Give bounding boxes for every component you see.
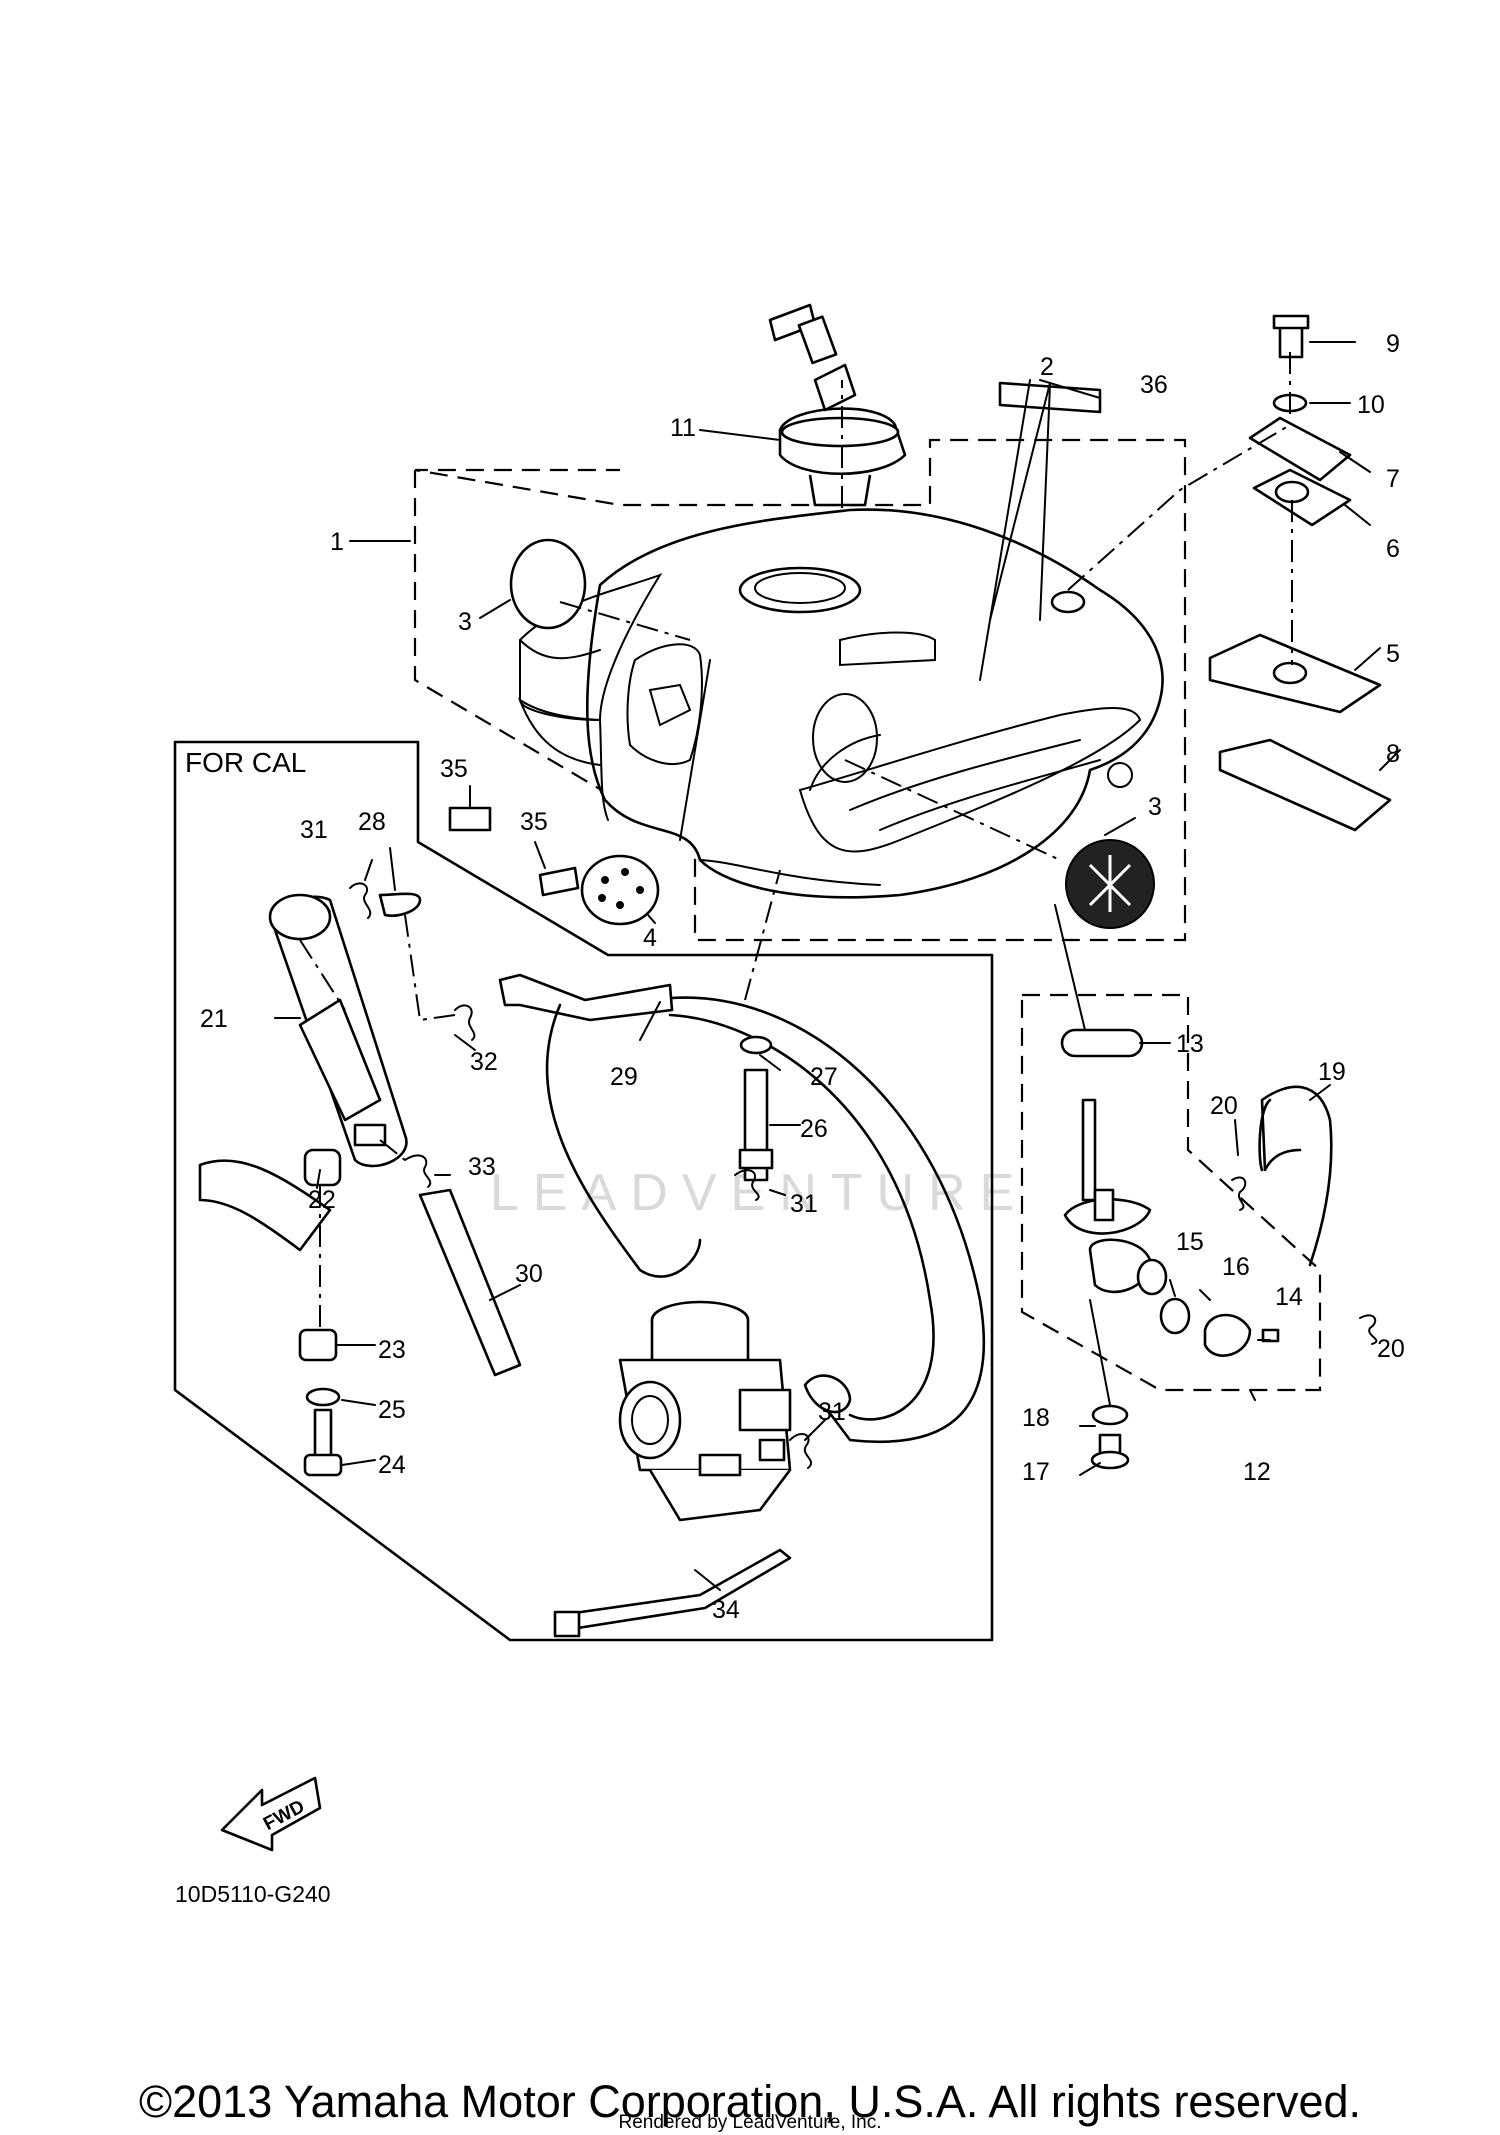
callout-3a: 3: [458, 608, 472, 636]
callout-31c: 31: [818, 1398, 846, 1426]
for-cal-label: FOR CAL: [185, 747, 306, 778]
callout-22: 22: [308, 1186, 336, 1214]
fuel-cock-assembly: [1054, 904, 1378, 1476]
callout-14: 14: [1275, 1283, 1303, 1311]
callout-31b: 31: [790, 1190, 818, 1218]
callouts: 1 2 3 3 4 5 6 7 8 9 10 11 12 13 14 15 16…: [200, 330, 1405, 1624]
copyright-notice: ©2013 Yamaha Motor Corporation, U.S.A. A…: [138, 2076, 1362, 2127]
callout-20a: 20: [1210, 1092, 1238, 1120]
fuel-tank: [517, 508, 1164, 899]
callout-9: 9: [1386, 330, 1400, 358]
callout-21: 21: [200, 1005, 228, 1033]
callout-18: 18: [1022, 1404, 1050, 1432]
rendered-by-note: Rendered by LeadVenture, Inc.: [618, 2112, 882, 2133]
callout-29: 29: [610, 1063, 638, 1091]
callout-25: 25: [378, 1396, 406, 1424]
callout-17: 17: [1022, 1458, 1050, 1486]
callout-28: 28: [358, 808, 386, 836]
callout-7: 7: [1386, 465, 1400, 493]
emblem-yamaha-right: [1065, 839, 1155, 929]
callout-30: 30: [515, 1260, 543, 1288]
callout-33: 33: [468, 1153, 496, 1181]
cock-assembly-boundary: [1020, 993, 1322, 1392]
callout-35b: 35: [520, 808, 548, 836]
callout-3b: 3: [1148, 793, 1162, 821]
for-cal-frame: [173, 740, 994, 1642]
callout-26: 26: [800, 1115, 828, 1143]
callout-15: 15: [1176, 1228, 1204, 1256]
damper-pads: [448, 806, 660, 926]
callout-6: 6: [1386, 535, 1400, 563]
callout-1: 1: [330, 528, 344, 556]
callout-20b: 20: [1377, 1335, 1405, 1363]
fuel-cap-assembly: [768, 303, 907, 507]
callout-5: 5: [1386, 640, 1400, 668]
callout-12: 12: [1243, 1458, 1271, 1486]
callout-23: 23: [378, 1336, 406, 1364]
callout-16: 16: [1222, 1253, 1250, 1281]
callout-10: 10: [1357, 391, 1385, 419]
canister-and-hoses: [198, 847, 986, 1638]
callout-19: 19: [1318, 1058, 1346, 1086]
leader-lines-top: [349, 341, 1401, 924]
callout-35a: 35: [440, 755, 468, 783]
diagram-code: 10D5110-G240: [175, 1881, 331, 1907]
fwd-arrow-icon: FWD: [220, 1776, 322, 1852]
callout-27: 27: [810, 1063, 838, 1091]
callout-24: 24: [378, 1451, 406, 1479]
callout-11: 11: [670, 414, 696, 442]
callout-2: 2: [1040, 353, 1054, 381]
callout-34: 34: [712, 1596, 740, 1624]
callout-4: 4: [643, 924, 657, 952]
callout-32: 32: [470, 1048, 498, 1076]
emblem-left: [509, 538, 587, 630]
callout-31a: 31: [300, 816, 328, 844]
callout-8: 8: [1386, 740, 1400, 768]
callout-36: 36: [1140, 371, 1168, 399]
callout-13: 13: [1176, 1030, 1204, 1058]
carburetor: [618, 1300, 792, 1522]
